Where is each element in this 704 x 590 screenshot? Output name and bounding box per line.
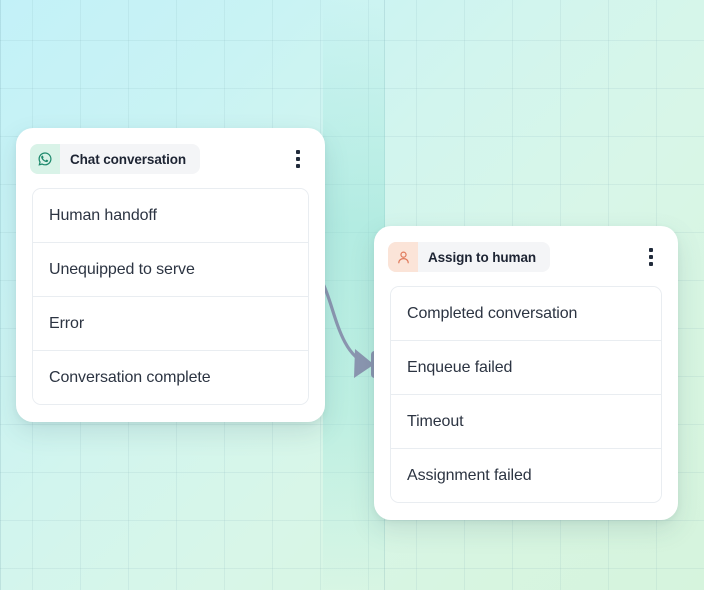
node-card-assign-to-human[interactable]: Assign to human Completed conversation E… <box>374 226 678 520</box>
node-title-pill[interactable]: Chat conversation <box>30 144 201 174</box>
list-item[interactable]: Error <box>33 297 308 351</box>
node-title-pill[interactable]: Assign to human <box>388 242 551 272</box>
node-output-list: Human handoff Unequipped to serve Error … <box>32 188 309 405</box>
whatsapp-icon <box>30 144 60 174</box>
node-title-label: Assign to human <box>428 249 537 265</box>
list-item[interactable]: Conversation complete <box>33 351 308 404</box>
list-item[interactable]: Unequipped to serve <box>33 243 308 297</box>
node-output-list: Completed conversation Enqueue failed Ti… <box>390 286 662 503</box>
person-icon <box>388 242 418 272</box>
list-item[interactable]: Timeout <box>391 395 661 449</box>
list-item[interactable]: Assignment failed <box>391 449 661 502</box>
list-item[interactable]: Enqueue failed <box>391 341 661 395</box>
kebab-menu-icon[interactable] <box>640 244 662 270</box>
list-item[interactable]: Human handoff <box>33 189 308 243</box>
list-item[interactable]: Completed conversation <box>391 287 661 341</box>
node-card-chat-conversation[interactable]: Chat conversation Human handoff Unequipp… <box>16 128 325 422</box>
card-header: Chat conversation <box>16 128 325 174</box>
card-header: Assign to human <box>374 226 678 272</box>
kebab-menu-icon[interactable] <box>287 146 309 172</box>
node-title-label: Chat conversation <box>70 151 187 167</box>
